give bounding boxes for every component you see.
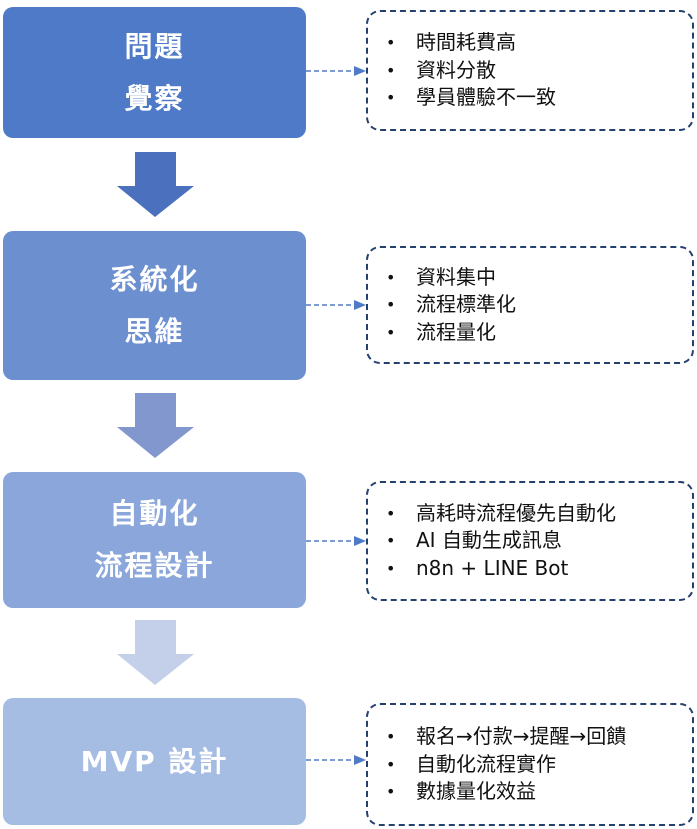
detail-item: •資料集中 xyxy=(386,264,692,292)
stage-title-line: MVP 設計 xyxy=(80,744,229,778)
bullet-icon: • xyxy=(386,531,396,551)
stage-title-line: 自動化 xyxy=(109,497,200,530)
connector-2 xyxy=(306,300,366,310)
detail-item: •自動化流程實作 xyxy=(386,751,692,779)
bullet-icon: • xyxy=(386,782,396,802)
detail-item: •流程量化 xyxy=(386,319,692,347)
detail-item: •AI 自動生成訊息 xyxy=(386,527,692,555)
bullet-icon: • xyxy=(386,33,396,53)
stage-box-systematic-thinking: 系統化 思維 xyxy=(3,231,306,380)
bullet-icon: • xyxy=(386,558,396,578)
detail-item: •高耗時流程優先自動化 xyxy=(386,500,692,528)
detail-item: •學員體驗不一致 xyxy=(386,84,692,112)
bullet-icon: • xyxy=(386,322,396,342)
detail-box-systematic-thinking: •資料集中 •流程標準化 •流程量化 xyxy=(366,246,694,364)
down-arrow-2 xyxy=(117,393,194,458)
stage-title-line: 思維 xyxy=(124,314,185,348)
stage-box-mvp-design: MVP 設計 xyxy=(3,698,306,825)
detail-item: •n8n + LINE Bot xyxy=(386,555,692,583)
detail-box-mvp-design: •報名→付款→提醒→回饋 •自動化流程實作 •數據量化效益 xyxy=(366,703,694,826)
down-arrow-1 xyxy=(117,152,194,217)
detail-box-automation-design: •高耗時流程優先自動化 •AI 自動生成訊息 •n8n + LINE Bot xyxy=(366,481,694,601)
bullet-icon: • xyxy=(386,503,396,523)
stage-box-problem-awareness: 問題 覺察 xyxy=(3,7,306,138)
bullet-icon: • xyxy=(386,754,396,774)
bullet-icon: • xyxy=(386,60,396,80)
connector-3 xyxy=(306,536,366,546)
bullet-icon: • xyxy=(386,727,396,747)
connector-1 xyxy=(306,66,366,76)
bullet-icon: • xyxy=(386,88,396,108)
bullet-icon: • xyxy=(386,267,396,287)
bullet-icon: • xyxy=(386,295,396,315)
detail-item: •時間耗費高 xyxy=(386,29,692,57)
stage-title-line: 流程設計 xyxy=(94,549,215,582)
detail-item: •數據量化效益 xyxy=(386,778,692,806)
detail-item: •報名→付款→提醒→回饋 xyxy=(386,723,692,751)
down-arrow-3 xyxy=(117,620,194,685)
stage-box-automation-design: 自動化 流程設計 xyxy=(3,472,306,608)
detail-item: •資料分散 xyxy=(386,57,692,85)
detail-box-problem-awareness: •時間耗費高 •資料分散 •學員體驗不一致 xyxy=(366,10,694,131)
stage-title-line: 覺察 xyxy=(124,81,185,115)
stage-title-line: 問題 xyxy=(124,29,185,63)
connector-4 xyxy=(306,755,366,765)
detail-item: •流程標準化 xyxy=(386,291,692,319)
stage-title-line: 系統化 xyxy=(109,262,200,296)
